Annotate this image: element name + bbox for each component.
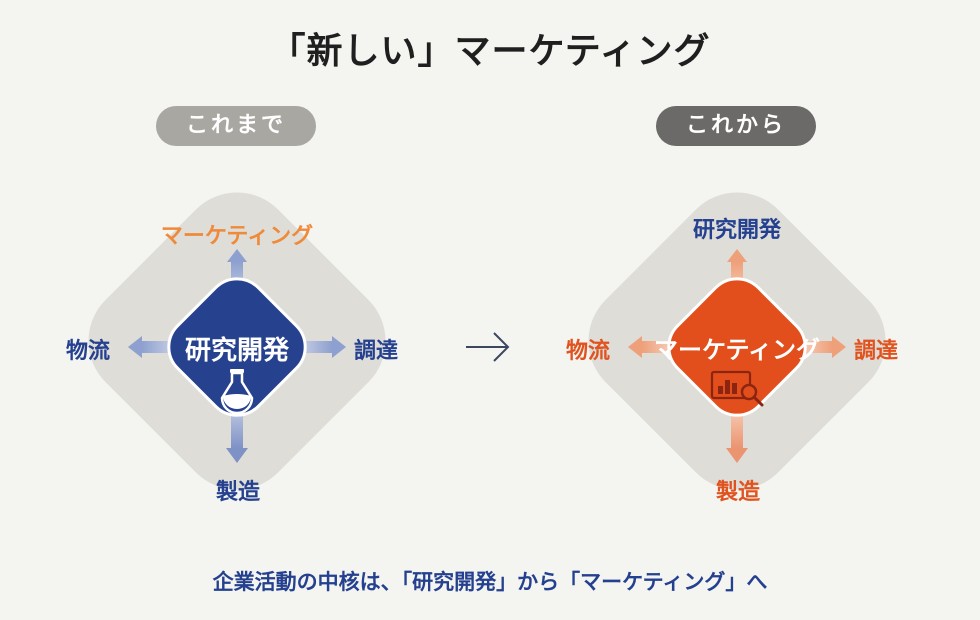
before-right-label: 調達 xyxy=(354,339,399,364)
before-center-label: 研究開発 xyxy=(184,336,290,366)
after-arrows xyxy=(628,249,846,463)
before-top-label: マーケティング xyxy=(160,224,314,249)
before-badge: これまで xyxy=(156,106,316,146)
flask-icon xyxy=(220,369,254,415)
after-badge: これから xyxy=(656,106,816,146)
before-left-label: 物流 xyxy=(66,339,111,364)
after-bottom-label: 製造 xyxy=(715,480,761,505)
after-top-label: 研究開発 xyxy=(692,218,782,243)
after-right-label: 調達 xyxy=(854,339,899,364)
transition-arrow-icon xyxy=(466,332,510,362)
before-bottom-label: 製造 xyxy=(215,480,261,505)
after-center-diamond xyxy=(667,277,807,417)
before-center-diamond xyxy=(167,277,307,417)
analytics-chart-icon xyxy=(710,370,764,407)
after-center-label: マーケティング xyxy=(653,336,821,364)
page-title: 「新しい」マーケティング xyxy=(269,31,711,72)
footer-caption: 企業活動の中核は、「研究開発」から「マーケティング」へ xyxy=(212,570,768,594)
after-left-label: 物流 xyxy=(566,339,611,364)
